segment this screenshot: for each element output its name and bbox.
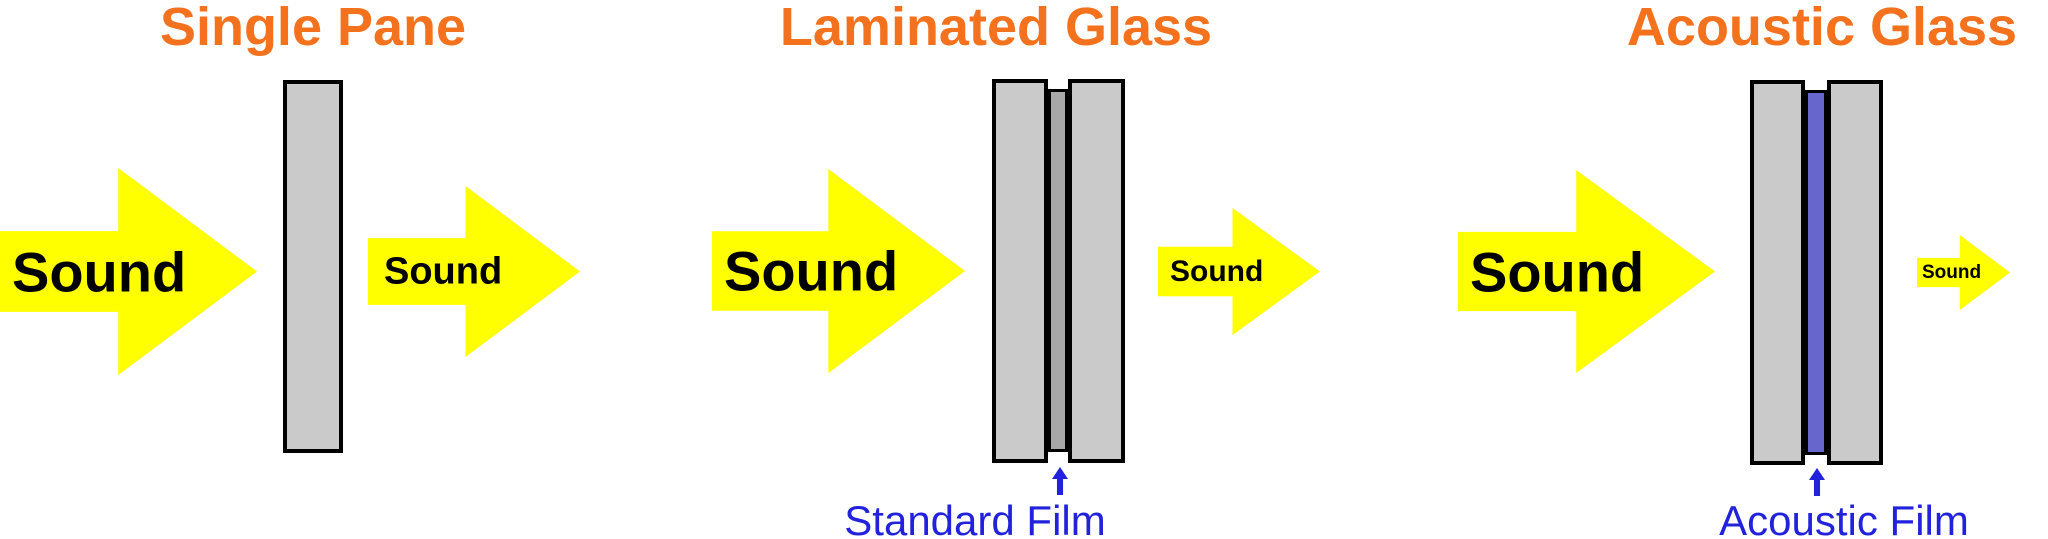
- outgoing-sound-label: Sound: [384, 250, 503, 292]
- incoming-sound-arrow: Sound: [1458, 170, 1715, 373]
- standard-film-layer: [1048, 89, 1068, 452]
- outgoing-sound-arrow: Sound: [368, 186, 580, 357]
- film-pointer-arrow-icon: [1052, 467, 1068, 495]
- incoming-sound-arrow: Sound: [712, 169, 965, 373]
- glass-pane: [283, 80, 343, 453]
- outgoing-sound-arrow: Sound: [1158, 208, 1320, 335]
- outgoing-sound-label: Sound: [1170, 254, 1264, 288]
- glass-pane-left: [992, 79, 1048, 463]
- outgoing-sound-label: Sound: [1922, 261, 1982, 283]
- incoming-sound-label: Sound: [724, 239, 899, 303]
- outgoing-sound-arrow: Sound: [1917, 235, 2010, 310]
- incoming-sound-label: Sound: [12, 240, 187, 303]
- incoming-sound-label: Sound: [1470, 240, 1645, 303]
- acoustic-film-label: Acoustic Film: [1719, 497, 1969, 539]
- standard-film-label: Standard Film: [844, 497, 1106, 539]
- panel-title-laminated-glass: Laminated Glass: [779, 0, 1213, 57]
- panel-title-acoustic-glass: Acoustic Glass: [1626, 0, 2018, 57]
- glass-pane-right: [1827, 80, 1883, 465]
- glass-pane-left: [1750, 80, 1805, 465]
- incoming-sound-arrow: Sound: [0, 168, 257, 375]
- panel-title-single-pane: Single Pane: [159, 0, 467, 57]
- film-pointer-arrow-icon: [1809, 468, 1825, 496]
- glass-pane-right: [1068, 79, 1125, 463]
- acoustic-film-layer: [1805, 90, 1827, 455]
